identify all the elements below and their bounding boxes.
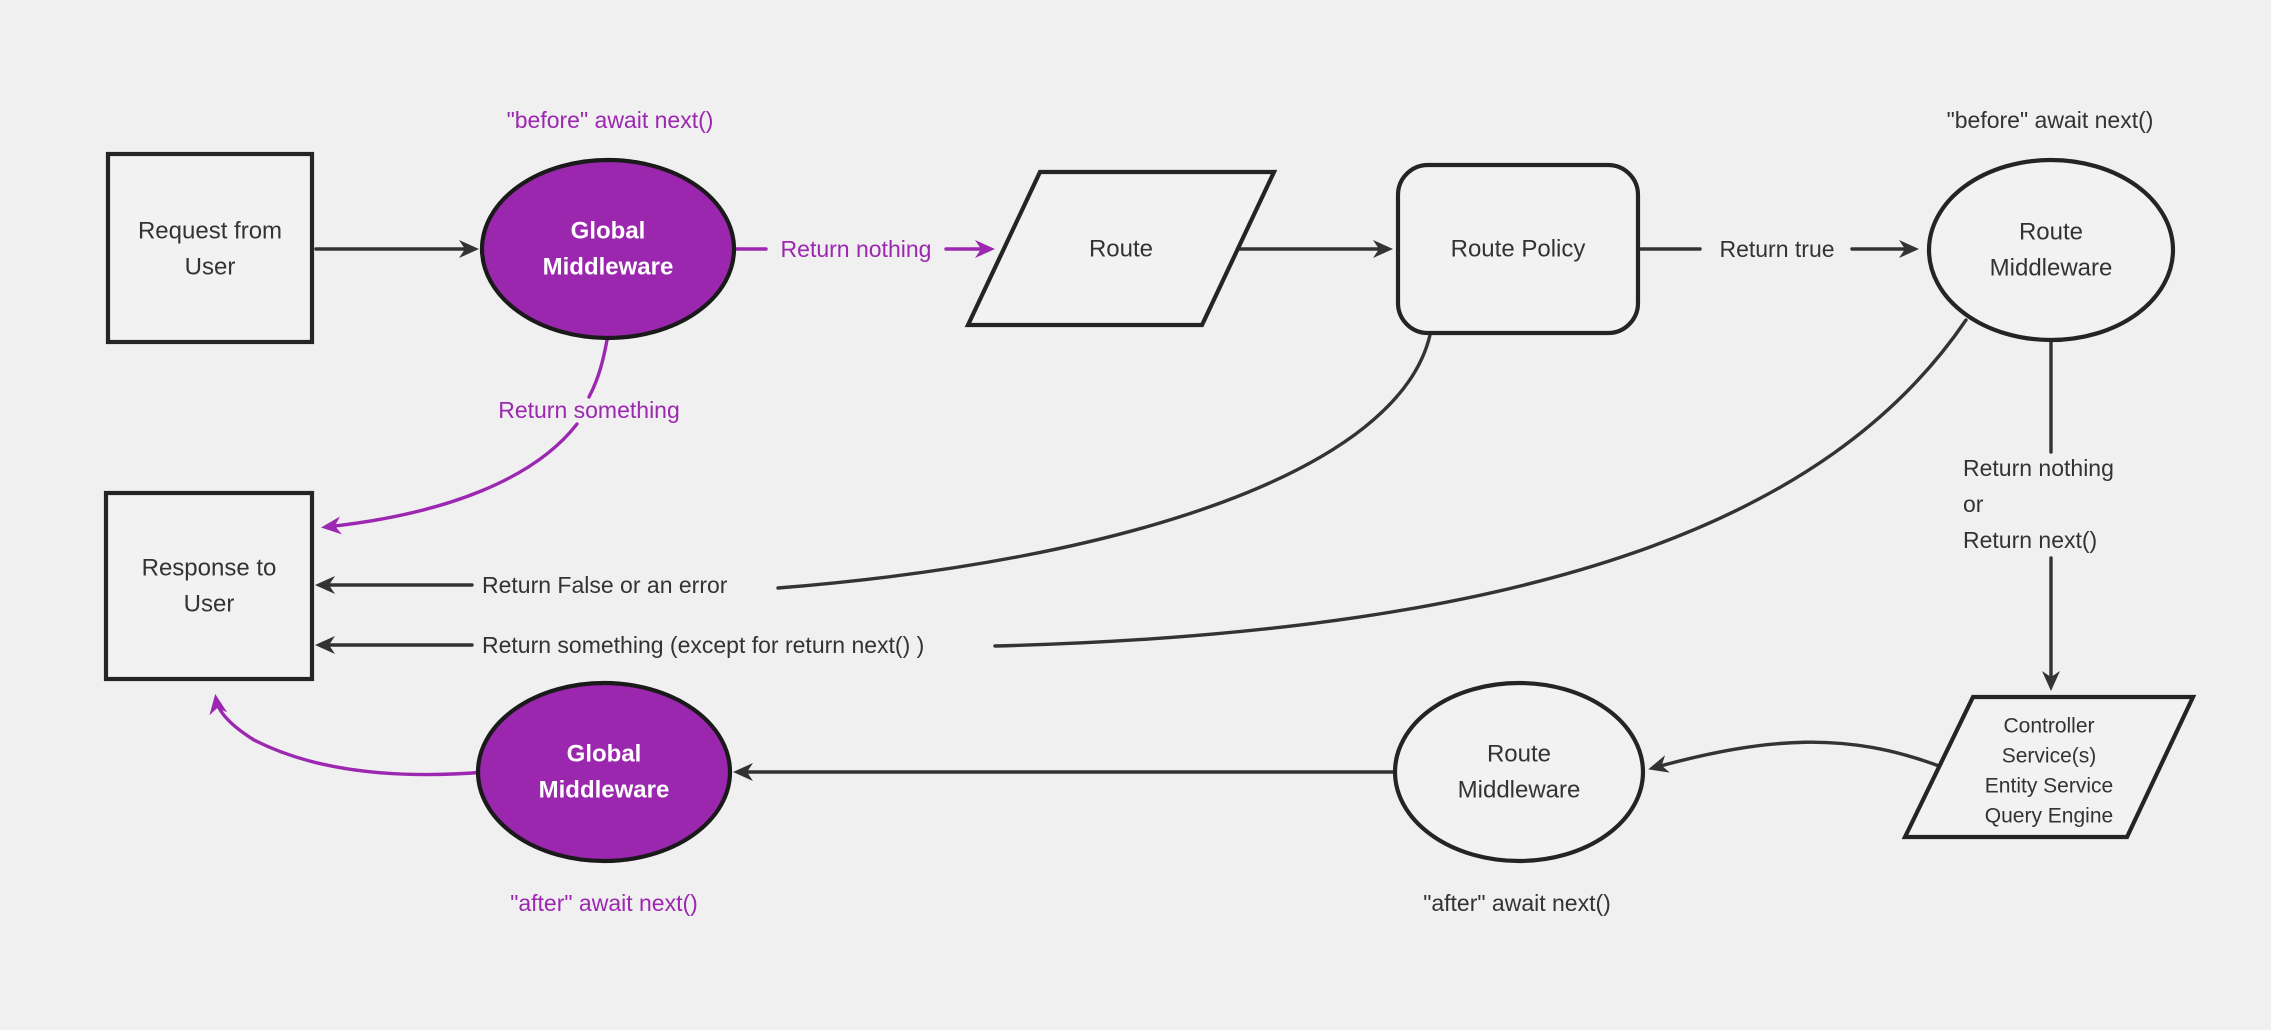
edge-global-to-response-segment-2	[321, 422, 579, 535]
node-route: Route	[964, 169, 1278, 328]
request-line-2: User	[185, 254, 236, 281]
route-middleware-bottom-ellipse	[1392, 680, 1646, 864]
edge-controller-to-route-mw-bottom	[1648, 740, 1941, 773]
label-before-await-next-global: "before" await next()	[507, 107, 714, 133]
global-middleware-top-ellipse	[479, 157, 737, 341]
route-middleware-bottom-line-2: Middleware	[1458, 777, 1581, 804]
node-global-middleware-bottom: Global Middleware	[475, 680, 733, 864]
global-middleware-bottom-line-2: Middleware	[539, 777, 670, 804]
global-middleware-bottom-line-1: Global	[567, 741, 642, 768]
node-request-from-user: Request from User	[105, 151, 315, 345]
label-return-nothing-or-line-1: Return nothing	[1963, 455, 2114, 481]
route-label: Route	[1089, 236, 1153, 263]
route-parallelogram	[964, 169, 1278, 328]
edge-global-to-response-segment-1	[587, 338, 609, 399]
label-return-nothing: Return nothing	[781, 236, 932, 262]
label-return-nothing-or-line-3: Return next()	[1963, 527, 2097, 553]
label-after-await-next-route: "after" await next()	[1423, 890, 1611, 916]
label-after-await-next-global: "after" await next()	[510, 890, 698, 916]
response-line-1: Response to	[142, 555, 277, 582]
response-to-user-box	[103, 490, 315, 682]
label-return-something-except: Return something (except for return next…	[482, 632, 924, 658]
route-policy-label: Route Policy	[1451, 236, 1586, 263]
route-middleware-top-ellipse	[1926, 157, 2176, 343]
label-return-nothing-or-line-2: or	[1963, 491, 1984, 517]
controller-parallelogram	[1901, 694, 2197, 840]
node-response-to-user: Response to User	[103, 490, 315, 682]
node-route-policy: Route Policy	[1395, 162, 1641, 336]
label-return-something: Return something	[498, 397, 680, 423]
controller-line-2: Service(s)	[2002, 745, 2097, 768]
node-route-middleware-top: Route Middleware	[1926, 157, 2176, 343]
label-return-nothing-or-next: Return nothing or Return next()	[1963, 455, 2114, 553]
global-middleware-top-line-2: Middleware	[543, 254, 674, 281]
controller-line-4: Query Engine	[1985, 805, 2113, 828]
global-middleware-top-line-1: Global	[571, 218, 646, 245]
response-line-2: User	[184, 591, 235, 618]
global-middleware-bottom-ellipse	[475, 680, 733, 864]
label-return-true: Return true	[1719, 236, 1834, 262]
node-route-middleware-bottom: Route Middleware	[1392, 680, 1646, 864]
node-controller-services: Controller Service(s) Entity Service Que…	[1901, 694, 2197, 840]
route-policy-box	[1395, 162, 1641, 336]
edge-route-mw-to-response-curve	[993, 318, 1968, 648]
controller-line-1: Controller	[2003, 715, 2094, 738]
request-line-1: Request from	[138, 218, 282, 245]
edge-policy-to-response-curve	[776, 333, 1432, 590]
controller-line-3: Entity Service	[1985, 775, 2113, 798]
route-middleware-top-line-1: Route	[2019, 219, 2083, 246]
label-return-false-or-error: Return False or an error	[482, 572, 728, 598]
request-from-user-box	[105, 151, 315, 345]
route-middleware-top-line-2: Middleware	[1990, 255, 2113, 282]
node-global-middleware-top: Global Middleware	[479, 157, 737, 341]
edge-global-bottom-to-response	[209, 694, 488, 777]
route-middleware-bottom-line-1: Route	[1487, 741, 1551, 768]
label-before-await-next-route: "before" await next()	[1947, 107, 2154, 133]
